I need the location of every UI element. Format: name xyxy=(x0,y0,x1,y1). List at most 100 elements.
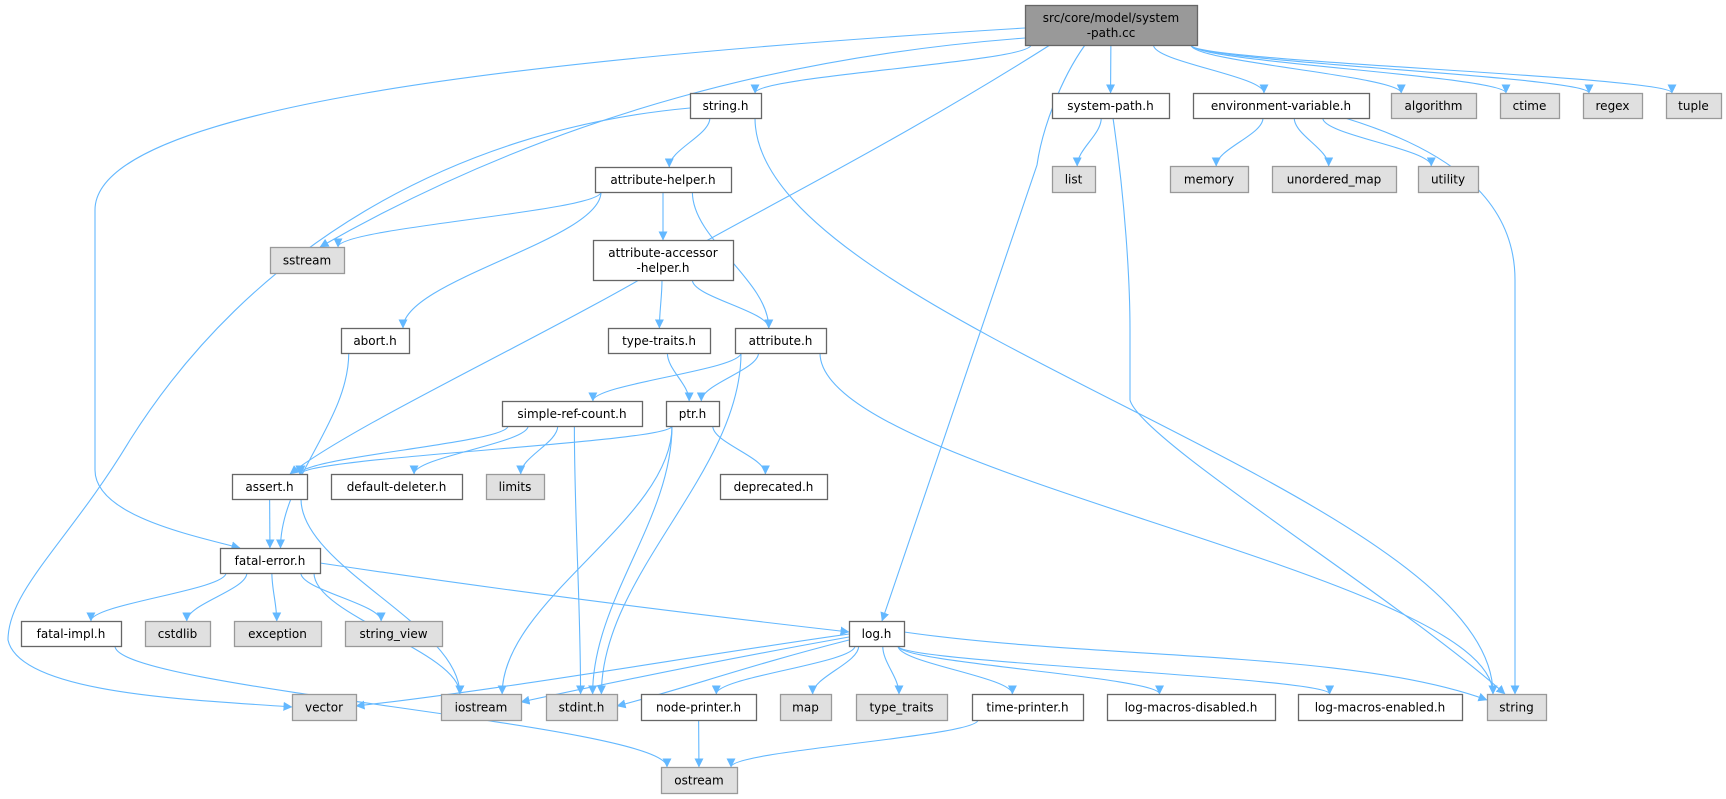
node-box xyxy=(1499,92,1561,120)
node-box xyxy=(689,92,763,120)
edge-attribute-to-string xyxy=(819,352,1498,695)
node-label: default-deleter.h xyxy=(347,480,447,494)
edges-layer xyxy=(7,27,1677,768)
node-limits: limits xyxy=(485,473,546,501)
edge-main-to-regex xyxy=(1190,44,1594,94)
node-assert[interactable]: assert.h xyxy=(231,473,309,501)
node-box xyxy=(1051,92,1171,120)
node-box xyxy=(1665,92,1723,120)
node-box xyxy=(219,547,322,575)
node-label: log-macros-disabled.h xyxy=(1125,701,1258,715)
edge-log-to-type_traits xyxy=(882,645,904,695)
node-box xyxy=(291,693,358,722)
edge-string_h-to-string xyxy=(754,117,1498,695)
node-attr-helper[interactable]: attribute-helper.h xyxy=(594,166,733,194)
node-label: type_traits xyxy=(869,701,933,715)
node-label: string_view xyxy=(359,627,427,641)
edge-attr_acc-to-type_traits_h xyxy=(654,279,664,329)
node-label: attribute-helper.h xyxy=(610,173,715,187)
node-system-path[interactable]: system-path.h xyxy=(1051,92,1171,120)
node-type-traits-h[interactable]: type-traits.h xyxy=(607,327,712,355)
node-box xyxy=(855,693,949,722)
node-label: ctime xyxy=(1513,99,1547,113)
edge-simple_ref-to-default_deleter xyxy=(409,425,529,475)
node-label: environment-variable.h xyxy=(1211,99,1351,113)
node-default-deleter[interactable]: default-deleter.h xyxy=(330,473,464,501)
edge-attr_acc-to-attribute xyxy=(691,279,774,329)
node-box xyxy=(1417,165,1480,194)
node-box xyxy=(640,693,758,722)
node-box xyxy=(660,766,739,795)
edge-attribute-to-stdint xyxy=(596,352,742,695)
edge-fatal_error-to-fatal_impl xyxy=(86,572,227,622)
node-regex: regex xyxy=(1582,92,1644,120)
node-label: sstream xyxy=(283,254,331,268)
edge-attribute-to-ptr xyxy=(696,352,760,402)
node-box xyxy=(231,473,309,501)
node-box xyxy=(1106,693,1277,722)
node-label: time-printer.h xyxy=(986,701,1068,715)
edge-ptr-to-assert xyxy=(296,425,673,475)
node-fatal-error[interactable]: fatal-error.h xyxy=(219,547,322,575)
node-node-printer[interactable]: node-printer.h xyxy=(640,693,758,722)
edge-assert-to-iostream xyxy=(300,498,465,695)
node-label: ptr.h xyxy=(679,407,707,421)
node-box xyxy=(1582,92,1644,120)
node-abort[interactable]: abort.h xyxy=(340,327,411,355)
node-string-h[interactable]: string.h xyxy=(689,92,763,120)
node-box xyxy=(1271,165,1398,194)
node-label: -path.cc xyxy=(1087,26,1136,40)
node-label: regex xyxy=(1596,99,1630,113)
node-box xyxy=(734,327,828,355)
node-log[interactable]: log.h xyxy=(848,620,906,648)
node-main[interactable]: src/core/model/system-path.cc xyxy=(1024,4,1199,47)
node-label: limits xyxy=(499,480,532,494)
edge-attr_helper-to-abort xyxy=(398,191,602,329)
edge-log-to-map xyxy=(808,645,860,695)
edge-ptr-to-deprecated xyxy=(712,425,770,475)
node-ostream: ostream xyxy=(660,766,739,795)
node-fatal-impl[interactable]: fatal-impl.h xyxy=(20,620,123,648)
edge-log-to-string xyxy=(903,631,1488,702)
node-box xyxy=(1486,693,1548,722)
node-label: ostream xyxy=(674,774,723,788)
edge-fatal_error-to-string_view xyxy=(300,572,386,622)
edge-attr_helper-to-sstream xyxy=(333,191,602,248)
node-label: stdint.h xyxy=(559,701,605,715)
node-simple-ref[interactable]: simple-ref-count.h xyxy=(501,400,644,428)
node-time-printer[interactable]: time-printer.h xyxy=(971,693,1085,722)
node-label: algorithm xyxy=(1405,99,1463,113)
node-exception: exception xyxy=(233,620,323,648)
edge-main-to-algorithm xyxy=(1190,44,1406,94)
edge-log-to-lm_dis xyxy=(897,645,1164,695)
node-box xyxy=(269,246,346,275)
node-label: assert.h xyxy=(245,480,293,494)
node-box xyxy=(719,473,829,501)
node-label: type-traits.h xyxy=(622,334,696,348)
edge-main-to-envvar xyxy=(1152,44,1269,94)
node-label: unordered_map xyxy=(1287,173,1382,187)
node-label: cstdlib xyxy=(158,627,197,641)
node-box xyxy=(594,166,733,194)
node-box xyxy=(1192,92,1371,120)
node-attr-acc[interactable]: attribute-accessor-helper.h xyxy=(592,239,735,282)
edge-fatal_error-to-log xyxy=(319,562,850,636)
nodes-layer: src/core/model/system-path.cc string.h sys… xyxy=(20,4,1723,795)
node-label: system-path.h xyxy=(1067,99,1153,113)
node-lm-en[interactable]: log-macros-enabled.h xyxy=(1297,693,1464,722)
node-lm-dis[interactable]: log-macros-disabled.h xyxy=(1106,693,1277,722)
node-envvar[interactable]: environment-variable.h xyxy=(1192,92,1371,120)
edge-log-to-node_printer xyxy=(711,645,856,695)
edge-simple_ref-to-limits xyxy=(516,425,559,475)
node-list: list xyxy=(1051,165,1097,194)
node-box xyxy=(340,327,411,355)
edge-envvar-to-unordered_map xyxy=(1293,117,1334,167)
node-deprecated[interactable]: deprecated.h xyxy=(719,473,829,501)
node-ptr[interactable]: ptr.h xyxy=(665,400,721,428)
node-box xyxy=(1297,693,1464,722)
node-ctime: ctime xyxy=(1499,92,1561,120)
node-box xyxy=(1024,4,1199,47)
node-stdint: stdint.h xyxy=(545,693,619,722)
node-attribute[interactable]: attribute.h xyxy=(734,327,828,355)
node-label: abort.h xyxy=(353,334,396,348)
